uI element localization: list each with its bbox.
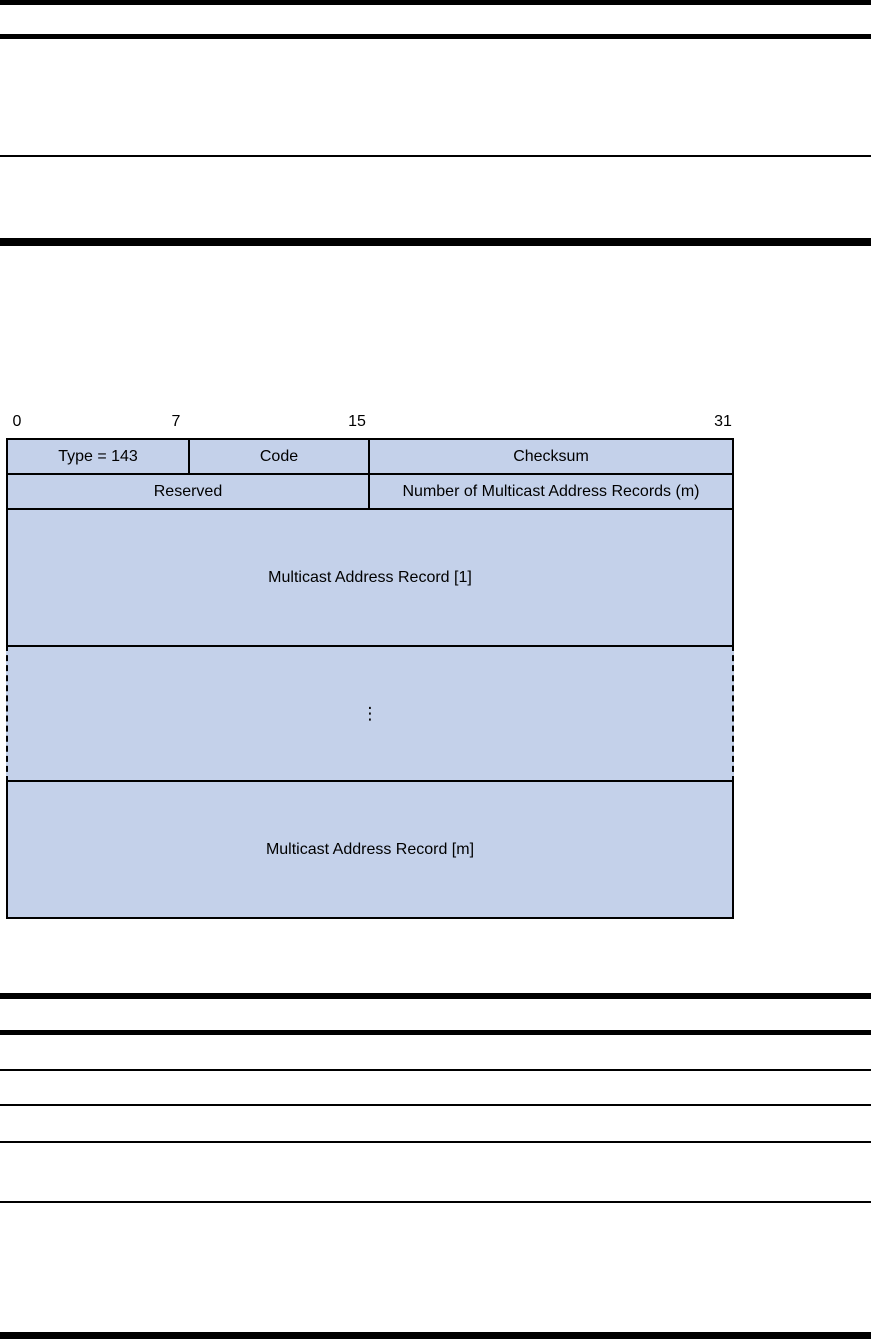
page-top-rule	[0, 0, 871, 5]
field-reserved: Reserved	[6, 473, 370, 510]
record-ellipsis-cell: ⋮	[6, 645, 734, 782]
section-divider-rule	[0, 238, 871, 246]
field-num-records: Number of Multicast Address Records (m)	[368, 473, 734, 510]
table-row-rule-4	[0, 1201, 871, 1203]
field-record-1: Multicast Address Record [1]	[6, 508, 734, 647]
table-top-rule	[0, 993, 871, 999]
table-row-rule-1	[0, 1069, 871, 1071]
packet-format-diagram: Type = 143 Code Checksum Reserved Number…	[6, 438, 734, 919]
field-checksum: Checksum	[368, 438, 734, 475]
table-row-rule-3	[0, 1141, 871, 1143]
bit-label-15: 15	[348, 413, 366, 430]
field-record-m: Multicast Address Record [m]	[6, 780, 734, 919]
header-table-rule	[0, 155, 871, 157]
page-bottom-rule	[0, 1332, 871, 1339]
table-header-rule	[0, 1030, 871, 1035]
bit-label-7: 7	[171, 413, 181, 430]
table-row-rule-2	[0, 1104, 871, 1106]
bit-label-0: 0	[12, 413, 22, 430]
bit-label-31: 31	[714, 413, 732, 430]
header-bottom-rule	[0, 34, 871, 39]
field-code: Code	[188, 438, 370, 475]
field-type: Type = 143	[6, 438, 190, 475]
